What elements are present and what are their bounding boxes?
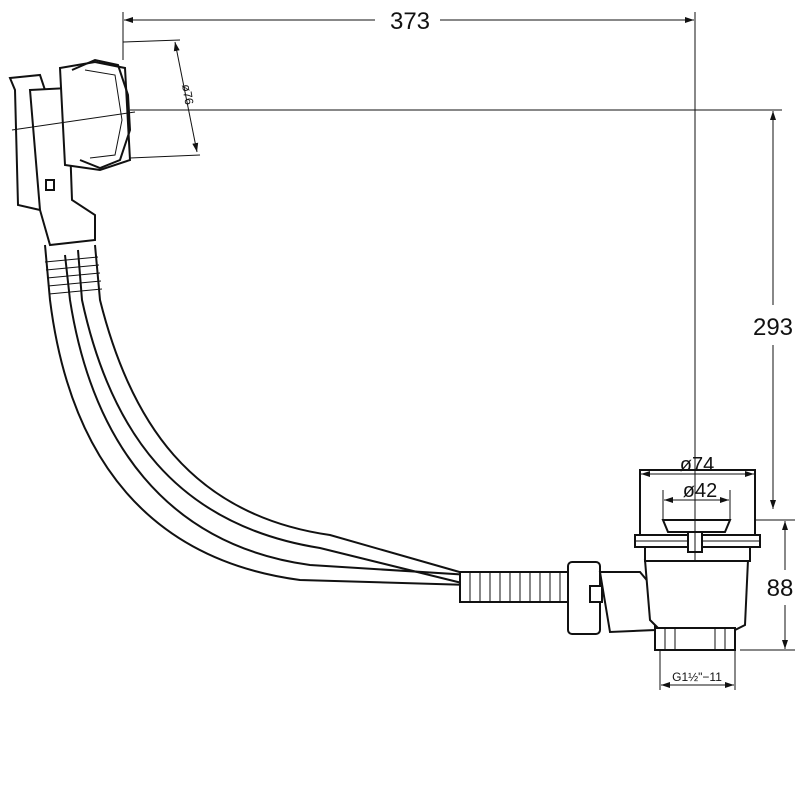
dimension-label-height: 293 [753, 314, 793, 341]
overflow-head: ø76 [8, 39, 201, 247]
dimension-label-waste-height: 88 [767, 575, 794, 602]
dimension-293: 293 [200, 109, 793, 509]
dimension-label-length: 373 [390, 8, 430, 35]
dimension-label-overflow-diameter: ø76 [179, 83, 196, 106]
dimension-thread: G1½"−11 [659, 650, 736, 690]
dimension-rosette: ø74 [641, 454, 754, 477]
dimension-373: 373 [122, 8, 696, 470]
flexible-hose [44, 244, 603, 635]
dimension-label-thread: G1½"−11 [672, 670, 722, 684]
dimension-88: 88 [730, 519, 795, 651]
dimension-plug: ø42 [662, 480, 731, 520]
waste-body [598, 455, 761, 651]
dimension-label-plug-diameter: ø42 [683, 480, 717, 502]
dimension-label-rosette-diameter: ø74 [680, 454, 714, 476]
